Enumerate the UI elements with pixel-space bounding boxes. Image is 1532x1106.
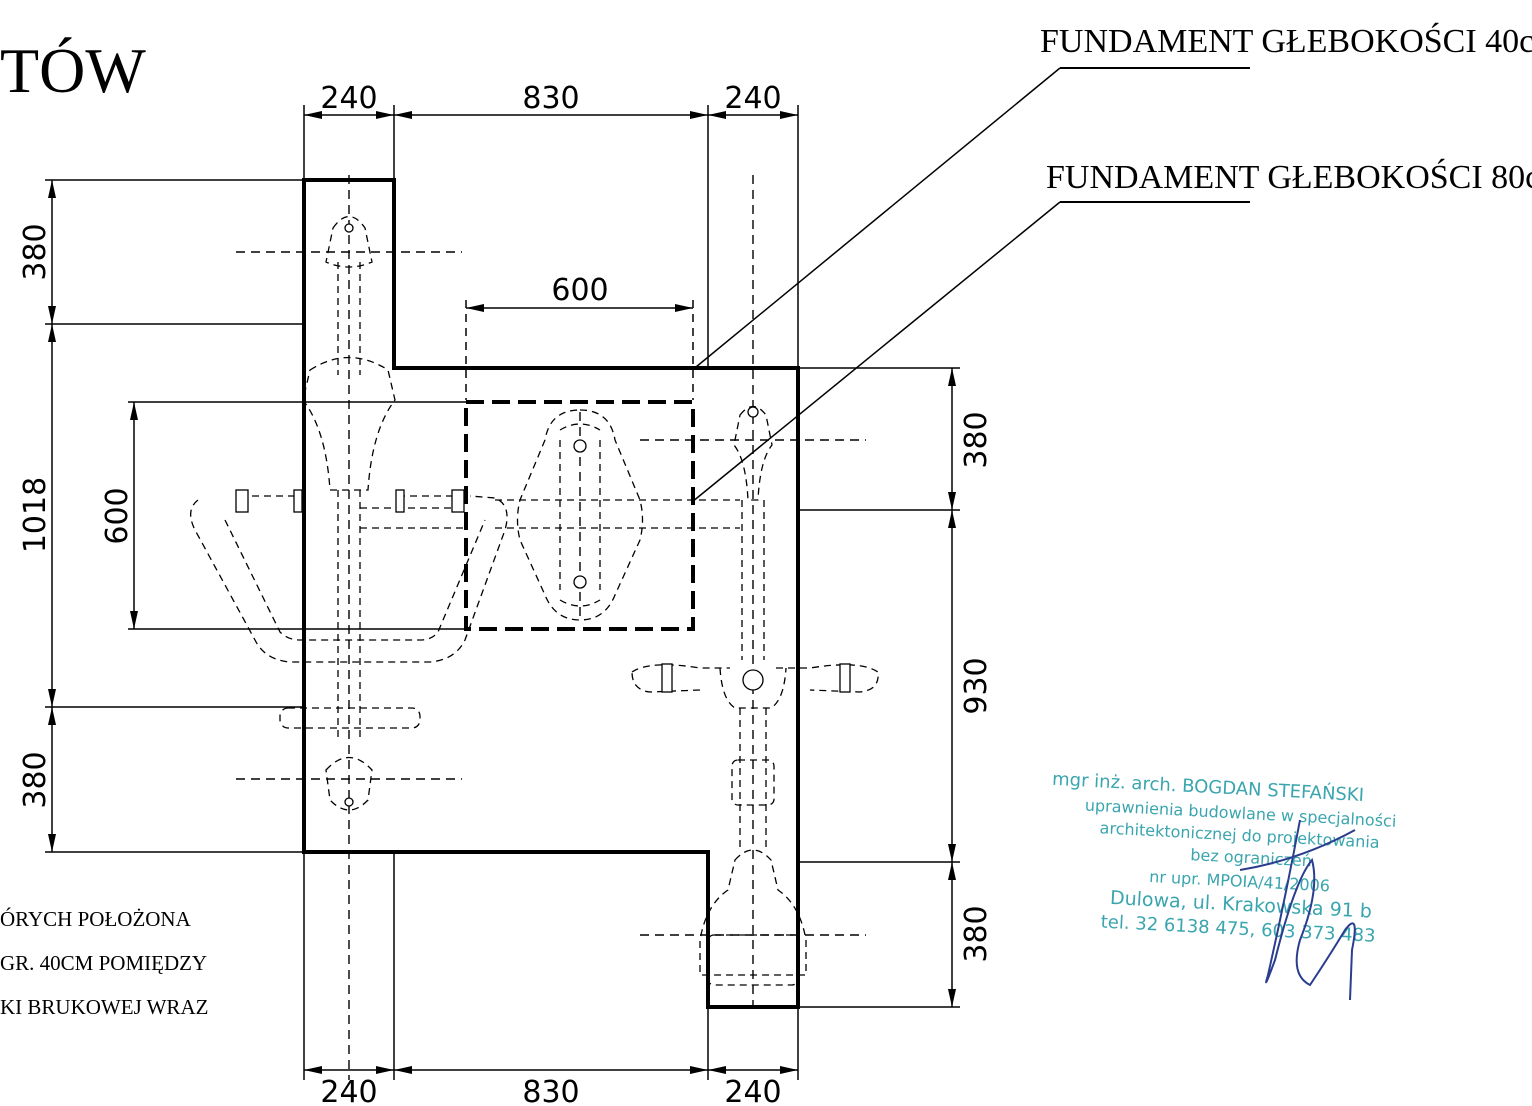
- dim-top-2: 830: [522, 81, 579, 116]
- architect-stamp: mgr inż. arch. BOGDAN STEFAŃSKI uprawnie…: [1052, 768, 1397, 947]
- left-inner-dimension: [128, 401, 466, 630]
- dim-top-1: 240: [320, 81, 377, 116]
- note-line-3: KI BRUKOWEJ WRAZ: [0, 995, 208, 1019]
- top-dimension-arrows: [304, 111, 798, 119]
- axis-lines: [236, 175, 866, 1080]
- dim-bottom-1: 240: [320, 1075, 377, 1106]
- note-line-2: GR. 40CM POMIĘDZY: [0, 951, 207, 975]
- dim-left-1: 380: [18, 223, 53, 280]
- dim-left-2: 1018: [18, 477, 53, 553]
- dim-left-inner: 600: [100, 487, 135, 544]
- dim-right-2: 930: [959, 657, 994, 714]
- inner-width-dimension: [465, 300, 694, 400]
- dim-bottom-3: 240: [724, 1075, 781, 1106]
- signature: [1239, 819, 1356, 1001]
- deep-foundation-outline: [464, 400, 695, 631]
- dim-inner-width: 600: [551, 273, 608, 308]
- bottom-dimension-chain: [303, 852, 799, 1080]
- dim-top-3: 240: [724, 81, 781, 116]
- dim-right-3: 380: [959, 905, 994, 962]
- equipment-outlines: [190, 215, 879, 986]
- drawing-heading: TÓW: [0, 35, 146, 106]
- dim-left-3: 380: [18, 751, 53, 808]
- right-dimension-chain: [798, 367, 960, 1008]
- label-foundation-80: FUNDAMENT GŁEBOKOŚCI 80cm: [1046, 158, 1532, 196]
- left-dimension-chain: [45, 179, 304, 853]
- leader-line-80: [691, 201, 1061, 503]
- label-foundation-40: FUNDAMENT GŁEBOKOŚCI 40cm: [1040, 22, 1532, 60]
- dim-bottom-2: 830: [522, 1075, 579, 1106]
- note-line-1: ÓRYCH POŁOŻONA: [0, 907, 192, 931]
- dim-right-1: 380: [959, 411, 994, 468]
- equipment-joints: [235, 223, 851, 807]
- leader-line-40: [695, 67, 1061, 368]
- top-dimension-chain: [303, 105, 799, 368]
